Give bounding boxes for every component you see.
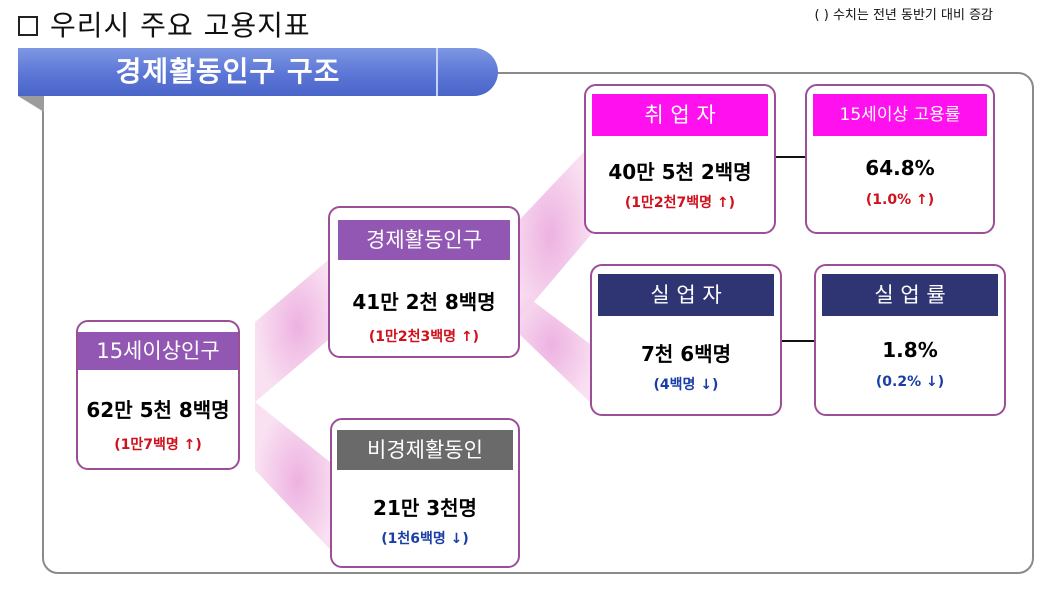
line-employed-to-rate: [776, 156, 808, 158]
node-label: 취 업 자: [592, 94, 768, 136]
down-arrow-icon: ↓: [700, 377, 713, 393]
up-arrow-icon: ↑: [460, 329, 473, 345]
node-value: 7천 6백명: [641, 342, 731, 366]
up-arrow-icon: ↑: [183, 437, 196, 453]
down-arrow-icon: ↓: [925, 374, 938, 390]
down-arrow-icon: ↓: [450, 531, 463, 547]
node-label: 15세이상 고용률: [813, 94, 987, 136]
tab-divider: [436, 48, 438, 96]
node-label: 실 업 자: [598, 274, 774, 316]
line-unemployed-to-rate: [782, 340, 814, 342]
branch-pop-to-inactive: [255, 402, 340, 560]
node-economically-inactive: 비경제활동인 21만 3천명 (1천6백명 ↓): [330, 418, 520, 568]
node-unemployed: 실 업 자 7천 6백명 (4백명 ↓): [590, 264, 782, 416]
node-change: (4백명 ↓): [653, 377, 719, 393]
node-change: (0.2% ↓): [875, 374, 945, 390]
up-arrow-icon: ↑: [915, 192, 928, 208]
node-value: 40만 5천 2백명: [608, 160, 752, 184]
node-economically-active: 경제활동인구 41만 2천 8백명 (1만2천3백명 ↑): [328, 206, 520, 358]
branch-active-to-unemployed: [505, 280, 598, 410]
node-change: (1만7백명 ↑): [114, 437, 202, 453]
node-label: 실 업 률: [822, 274, 998, 316]
node-value: 64.8%: [865, 156, 935, 180]
node-value: 1.8%: [882, 338, 938, 362]
node-employed: 취 업 자 40만 5천 2백명 (1만2천7백명 ↑): [584, 84, 776, 234]
section-tab: [18, 48, 498, 96]
node-label: 15세이상인구: [78, 332, 238, 370]
node-population-15plus: 15세이상인구 62만 5천 8백명 (1만7백명 ↑): [76, 320, 240, 470]
node-label: 경제활동인구: [338, 220, 510, 260]
node-change: (1만2천7백명 ↑): [624, 195, 736, 211]
branch-pop-to-active: [255, 250, 340, 402]
node-value: 41만 2천 8백명: [352, 290, 496, 314]
node-change: (1만2천3백명 ↑): [368, 329, 480, 345]
up-arrow-icon: ↑: [716, 195, 729, 211]
node-value: 62만 5천 8백명: [86, 398, 230, 422]
node-value: 21만 3천명: [373, 496, 477, 520]
section-title: 경제활동인구 구조: [115, 55, 341, 88]
node-label: 비경제활동인: [337, 430, 513, 470]
checkbox-square-icon: [18, 16, 38, 36]
page-title: 우리시 주요 고용지표: [18, 4, 311, 44]
diagram-frame: [42, 72, 1034, 574]
change-note: ( ) 수치는 전년 동반기 대비 증감: [814, 8, 993, 23]
node-unemployment-rate: 실 업 률 1.8% (0.2% ↓): [814, 264, 1006, 416]
node-change: (1천6백명 ↓): [381, 531, 469, 547]
branch-active-to-employed: [505, 140, 595, 330]
node-employment-rate: 15세이상 고용률 64.8% (1.0% ↑): [805, 84, 995, 234]
page-title-text: 우리시 주요 고용지표: [50, 9, 311, 42]
node-change: (1.0% ↑): [865, 192, 935, 208]
